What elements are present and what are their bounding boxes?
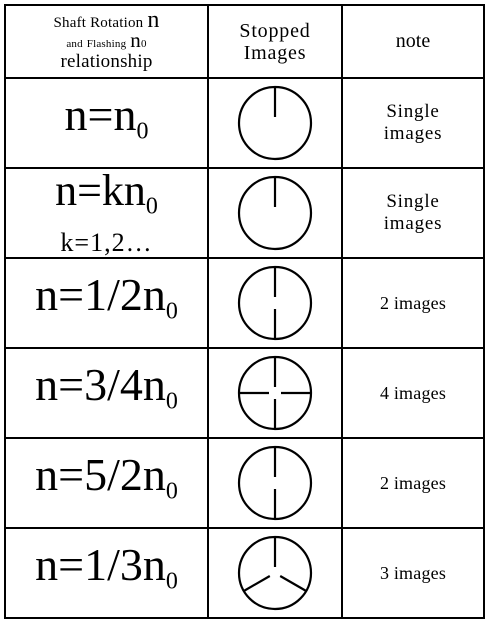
symbol-cell [207, 347, 343, 439]
relationship-cell: n=n0 [4, 77, 209, 169]
header-rel-n: n [147, 6, 160, 33]
relationship-cell: n=3/4n0 [4, 347, 209, 439]
header-rel-line1: Shaft Rotation [53, 14, 144, 31]
relationship-text: n=1/2n0 [35, 268, 178, 325]
note-line1: Single [386, 101, 440, 122]
stroboscope-table: Shaft Rotation n and Flashing n0 relatio… [4, 4, 485, 619]
relationship-cell: n=1/3n0 [4, 527, 209, 619]
note-line1: 4 images [379, 383, 447, 403]
header-row: Shaft Rotation n and Flashing n0 relatio… [4, 4, 485, 79]
note-line1: 2 images [379, 473, 447, 493]
note-line1: Single [386, 191, 440, 212]
header-stopped-line2: Images [243, 41, 307, 64]
circle-two-lines-icon [237, 445, 313, 521]
table-row: n=1/3n0 3 images [4, 527, 485, 619]
note-line1: 3 images [379, 563, 447, 583]
relationship-text: n=5/2n0 [35, 448, 178, 505]
relationship-cell: n=1/2n0 [4, 257, 209, 349]
note-cell: 2 images [341, 437, 485, 529]
circle-single-line-icon [237, 85, 313, 161]
symbol-cell [207, 167, 343, 259]
note-cell: 2 images [341, 257, 485, 349]
header-stopped-line1: Stopped [239, 19, 311, 42]
circle-two-lines-icon [237, 265, 313, 341]
table-row: n=1/2n0 2 images [4, 257, 485, 349]
symbol-cell [207, 437, 343, 529]
header-note-label: note [395, 30, 431, 52]
circle-cross-icon [237, 355, 313, 431]
k-values: k=1,2… [60, 227, 153, 257]
table-row: n=5/2n0 2 images [4, 437, 485, 529]
relationship-text: n=3/4n0 [35, 358, 178, 415]
header-rel-flashing: Flashing [86, 37, 127, 50]
note-line1: 2 images [379, 293, 447, 313]
circle-tri-icon [237, 535, 313, 611]
note-cell: 3 images [341, 527, 485, 619]
header-rel-and: and [66, 37, 83, 50]
header-relationship: Shaft Rotation n and Flashing n0 relatio… [4, 4, 209, 79]
note-line2: images [383, 213, 443, 234]
header-stopped-images: Stopped Images [207, 4, 343, 79]
note-line2: images [383, 123, 443, 144]
header-rel-line3: relationship [60, 50, 153, 72]
relationship-cell: n=5/2n0 [4, 437, 209, 529]
header-rel-n0-sub: 0 [140, 37, 147, 50]
circle-single-line-icon [237, 175, 313, 251]
header-rel-n0: n [130, 27, 141, 52]
relationship-text: n=1/3n0 [35, 538, 178, 595]
note-cell: 4 images [341, 347, 485, 439]
symbol-cell [207, 77, 343, 169]
relationship-text: n=n0 [64, 88, 149, 145]
table-row: n=3/4n0 4 images [4, 347, 485, 439]
symbol-cell [207, 527, 343, 619]
header-note: note [341, 4, 485, 79]
symbol-cell [207, 257, 343, 349]
